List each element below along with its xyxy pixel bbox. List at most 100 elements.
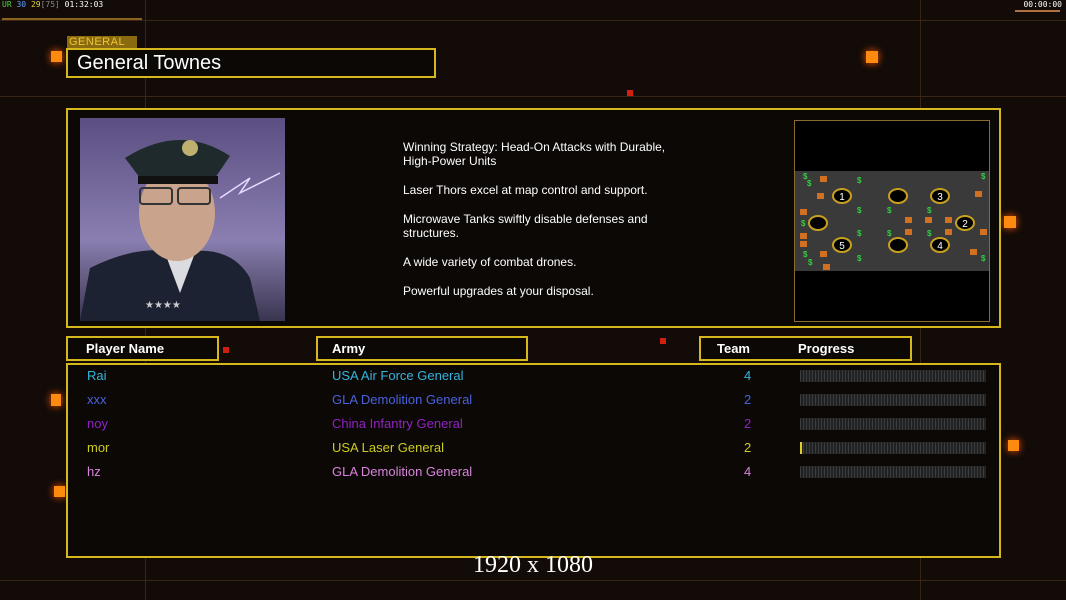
player-list: Rai USA Air Force General 4 xxx GLA Demo… [66, 363, 1001, 558]
start-position [930, 237, 950, 253]
decor-square [1004, 216, 1016, 228]
decor-square [1008, 440, 1019, 451]
oil-derrick-icon [975, 191, 982, 197]
decor-square [660, 338, 666, 344]
player-army: GLA Demolition General [332, 392, 473, 407]
supply-icon: $ [808, 258, 813, 267]
player-army: USA Air Force General [332, 368, 464, 383]
column-header-army[interactable]: Army [316, 336, 528, 361]
strategy-line: Winning Strategy: Head-On Attacks with D… [403, 140, 666, 168]
supply-icon: $ [981, 172, 986, 181]
general-tag: GENERAL [67, 36, 137, 48]
hud-right-clock: 00:00:00 [1023, 0, 1062, 9]
svg-text:★★★★: ★★★★ [145, 300, 181, 311]
hud-stat: 30 [16, 0, 27, 9]
supply-icon: $ [803, 172, 808, 181]
decor-square [51, 394, 61, 406]
player-row: noy China Infantry General 2 [68, 414, 999, 438]
oil-derrick-icon [905, 229, 912, 235]
decor-square [866, 51, 878, 63]
oil-derrick-icon [820, 251, 827, 257]
player-row: mor USA Laser General 2 [68, 438, 999, 462]
supply-icon: $ [927, 229, 932, 238]
supply-icon: $ [801, 219, 806, 228]
supply-icon: $ [807, 179, 812, 188]
column-header-player[interactable]: Player Name [66, 336, 219, 361]
player-name: hz [87, 464, 101, 479]
supply-icon: $ [981, 254, 986, 263]
start-position-number: 3 [937, 192, 943, 203]
supply-icon: $ [857, 206, 862, 215]
column-header-team-progress: Team Progress [699, 336, 912, 361]
oil-derrick-icon [945, 217, 952, 223]
player-progress-bar [800, 442, 986, 454]
player-army: USA Laser General [332, 440, 445, 455]
player-name: noy [87, 416, 108, 431]
start-position-number: 2 [962, 219, 968, 230]
strategy-line: Laser Thors excel at map control and sup… [403, 183, 648, 197]
hud-stats: UR 30 29[75] 01:32:03 [2, 0, 103, 9]
general-info-panel: ★★★★ Winning Strategy: Head-On Attacks w… [66, 108, 1001, 328]
start-position [955, 215, 975, 231]
player-team: 4 [744, 464, 752, 479]
column-header-progress[interactable]: Progress [798, 341, 855, 356]
oil-derrick-icon [980, 229, 987, 235]
player-row: hz GLA Demolition General 4 [68, 462, 999, 486]
supply-icon: $ [927, 206, 932, 215]
start-position [832, 188, 852, 204]
oil-derrick-icon [925, 217, 932, 223]
player-army: GLA Demolition General [332, 464, 473, 479]
start-position [808, 215, 828, 231]
player-row: xxx GLA Demolition General 2 [68, 390, 999, 414]
start-position-number: 4 [937, 241, 943, 252]
general-name: General Townes [66, 48, 436, 78]
supply-icon: $ [857, 229, 862, 238]
strategy-line: Powerful upgrades at your disposal. [403, 284, 594, 298]
oil-derrick-icon [820, 176, 827, 182]
player-progress-bar [800, 394, 986, 406]
supply-icon: $ [887, 206, 892, 215]
resolution-label: 1920 x 1080 [473, 552, 593, 578]
general-portrait: ★★★★ [80, 118, 285, 321]
hud-clock: 01:32:03 [64, 0, 104, 9]
player-name: xxx [87, 392, 107, 407]
player-row: Rai USA Air Force General 4 [68, 366, 999, 390]
oil-derrick-icon [800, 241, 807, 247]
start-position [930, 188, 950, 204]
decor-square [54, 486, 65, 497]
supply-icon: $ [887, 229, 892, 238]
oil-derrick-icon [823, 264, 830, 270]
hud-stat: 29 [30, 0, 41, 9]
start-position [888, 237, 908, 253]
oil-derrick-icon [800, 209, 807, 215]
start-position-number: 5 [839, 241, 845, 252]
oil-derrick-icon [800, 233, 807, 239]
player-name: Rai [87, 368, 107, 383]
decor-square [51, 51, 62, 62]
supply-icon: $ [857, 176, 862, 185]
player-name: mor [87, 440, 110, 455]
strategy-line: Microwave Tanks swiftly disable defenses… [403, 212, 648, 240]
player-army: China Infantry General [332, 416, 463, 431]
player-progress-bar [800, 466, 986, 478]
player-progress-bar [800, 418, 986, 430]
decor-square [627, 90, 633, 96]
start-position [888, 188, 908, 204]
oil-derrick-icon [817, 193, 824, 199]
player-team: 2 [744, 392, 752, 407]
player-progress-bar [800, 370, 986, 382]
player-team: 2 [744, 416, 752, 431]
hud-stat: [75] [40, 0, 60, 9]
oil-derrick-icon [970, 249, 977, 255]
start-position [832, 237, 852, 253]
start-position-number: 1 [839, 192, 845, 203]
oil-derrick-icon [945, 229, 952, 235]
column-header-team[interactable]: Team [717, 341, 750, 356]
hud-stat: UR [2, 0, 12, 9]
player-team: 2 [744, 440, 752, 455]
decor-square [223, 347, 229, 353]
supply-icon: $ [857, 254, 862, 263]
supply-icon: $ [803, 250, 808, 259]
strategy-line: A wide variety of combat drones. [403, 255, 577, 269]
